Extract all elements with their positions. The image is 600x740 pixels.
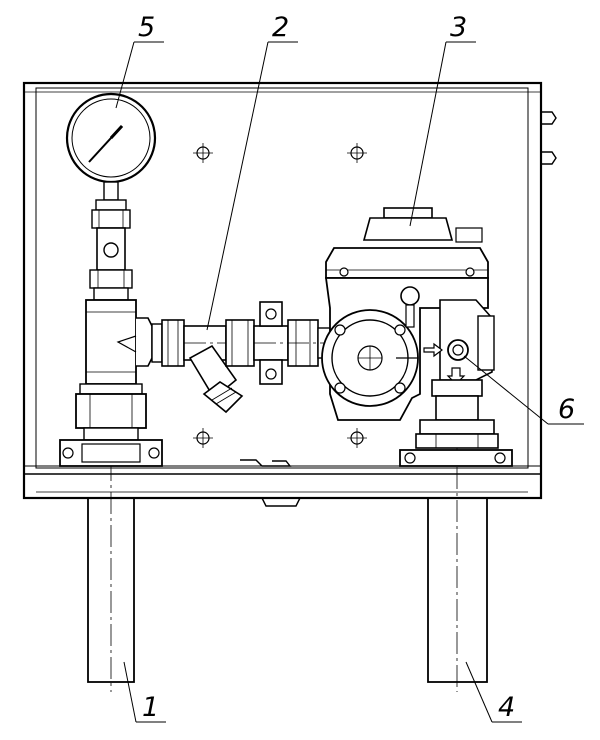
inlet-tee xyxy=(59,299,163,467)
callout-3: 3 xyxy=(450,12,467,43)
ball-valve xyxy=(253,301,331,385)
pressure-gauge xyxy=(65,92,157,301)
callout-2: 2 xyxy=(272,12,289,43)
callout-5: 5 xyxy=(138,12,155,43)
callout-6: 6 xyxy=(558,394,575,425)
filter xyxy=(151,319,255,414)
gas-regulator xyxy=(321,207,513,467)
leader-lines xyxy=(115,41,584,723)
mounting-holes xyxy=(193,143,367,448)
callout-1: 1 xyxy=(142,692,159,723)
callout-4: 4 xyxy=(498,692,515,723)
callout-labels: 5 2 3 1 4 6 xyxy=(138,12,575,723)
